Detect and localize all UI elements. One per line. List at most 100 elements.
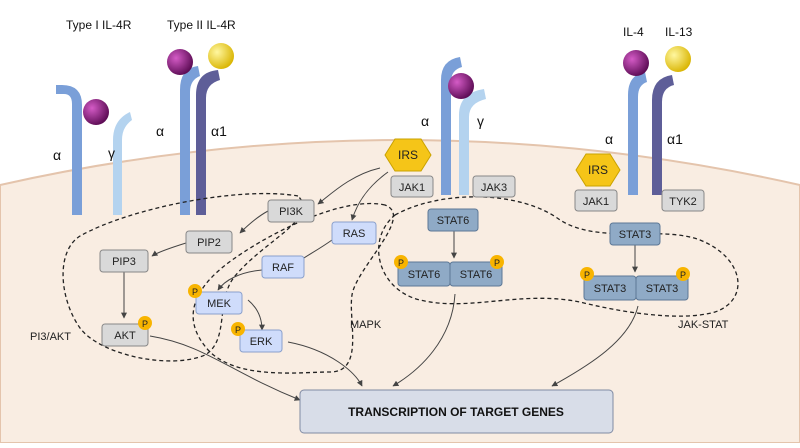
phospho-badges: P P P P P P P	[138, 255, 690, 336]
arrow-raf-mek	[217, 269, 263, 291]
pip2-box	[185, 230, 233, 254]
stat3-dimer-right	[635, 275, 689, 301]
label-gamma-type1: γ	[108, 145, 115, 161]
label-alpha-central: α	[421, 113, 429, 129]
phospho-badge	[676, 267, 690, 281]
akt-box	[101, 323, 149, 347]
type1-receptor	[56, 85, 132, 215]
phospho-label: P	[680, 270, 686, 280]
arrow-pip2-pip3	[151, 242, 187, 257]
phospho-label: P	[142, 319, 148, 329]
irs-hexagon-right	[575, 153, 621, 187]
stat6-dimer-right-label: STAT6	[460, 269, 493, 281]
pi3k-box	[267, 199, 315, 223]
il13-ligand	[665, 46, 691, 72]
erk-label: ERK	[250, 336, 273, 348]
type1-gamma-chain	[113, 112, 132, 215]
type2-title: Type II IL-4R	[167, 18, 236, 32]
transcription-label: TRANSCRIPTION OF TARGET GENES	[348, 405, 564, 419]
jak1-label-right: JAK1	[583, 196, 609, 208]
arrow-irs-pi3k	[317, 167, 381, 205]
pi3k-label: PI3K	[279, 206, 304, 218]
pip2-label: PIP2	[197, 237, 221, 249]
phospho-label: P	[494, 258, 500, 268]
central-gamma-chain	[459, 89, 486, 195]
right-alpha-chain	[628, 72, 647, 195]
label-il4: IL-4	[623, 25, 644, 39]
stat3-label: STAT3	[619, 229, 652, 241]
raf-box	[261, 255, 305, 279]
phospho-label: P	[398, 258, 404, 268]
irs-hexagon-central	[384, 138, 432, 172]
arrow-pi3k-pip2	[239, 210, 269, 234]
akt-label: AKT	[114, 330, 136, 342]
stat6-dimer-left-label: STAT6	[408, 269, 441, 281]
phospho-badge	[138, 316, 152, 330]
jak1-label-central: JAK1	[399, 182, 425, 194]
label-il13: IL-13	[665, 25, 693, 39]
jak1-box-central	[390, 175, 434, 198]
jak3-box	[472, 175, 516, 198]
type1-title: Type I IL-4R	[66, 18, 132, 32]
mapk-outline	[192, 203, 394, 374]
arrow-irs-ras	[350, 171, 389, 221]
right-alpha1-chain	[652, 75, 674, 195]
phospho-badge	[490, 255, 504, 269]
label-alpha-type2: α	[156, 123, 164, 139]
pip3-label: PIP3	[112, 256, 136, 268]
phospho-badge	[188, 284, 202, 298]
arrow-mek-erk	[247, 299, 265, 331]
il4-ligand	[623, 50, 649, 76]
arrow-stat3-output	[551, 305, 639, 387]
jak-stat-label: JAK-STAT	[678, 319, 729, 331]
label-alpha-type1: α	[53, 147, 61, 163]
il4-ligand	[448, 73, 474, 99]
arrow-akt-output	[149, 335, 301, 401]
phospho-label: P	[235, 325, 241, 335]
stat6-dimer-right	[449, 261, 503, 287]
ras-label: RAS	[343, 228, 366, 240]
label-alpha1-right: α1	[667, 131, 683, 147]
transcription-box	[299, 389, 614, 434]
il13-ligand	[208, 43, 234, 69]
mapk-label: MAPK	[350, 319, 382, 331]
il4-ligand	[83, 99, 109, 125]
stat6-box	[427, 208, 479, 232]
jak3-label: JAK3	[481, 182, 507, 194]
mek-label: MEK	[207, 298, 232, 310]
phospho-badge	[231, 322, 245, 336]
phospho-label: P	[584, 270, 590, 280]
type2-alpha1-chain	[196, 70, 220, 215]
type2-alpha-chain	[180, 66, 200, 215]
ras-box	[331, 221, 377, 245]
stat3-dimer-left-label: STAT3	[594, 283, 627, 295]
stat3-dimer-right-label: STAT3	[646, 283, 679, 295]
jak1-box-right	[574, 189, 618, 212]
irs-label-central: IRS	[398, 148, 418, 162]
tyk2-box	[661, 189, 705, 212]
pip3-box	[99, 249, 149, 273]
phospho-badge	[580, 267, 594, 281]
pi3k-akt-outline	[62, 192, 304, 362]
central-receptor	[441, 57, 486, 195]
raf-label: RAF	[272, 262, 294, 274]
il4-ligand	[167, 49, 193, 75]
phospho-label: P	[192, 287, 198, 297]
label-gamma-central: γ	[477, 113, 484, 129]
stat3-box	[609, 222, 661, 246]
label-alpha1-type2: α1	[211, 123, 227, 139]
right-receptor	[623, 46, 691, 195]
label-alpha-right: α	[605, 131, 613, 147]
stat6-label: STAT6	[437, 215, 470, 227]
central-alpha-chain	[441, 57, 462, 195]
tyk2-label: TYK2	[669, 196, 697, 208]
arrow-erk-output	[287, 341, 363, 387]
type1-alpha-chain	[56, 85, 82, 215]
jak-stat-outline	[378, 196, 739, 317]
erk-box	[239, 329, 283, 353]
irs-label-right: IRS	[588, 163, 608, 177]
phospho-badge	[394, 255, 408, 269]
arrow-stat6-output	[392, 293, 456, 387]
